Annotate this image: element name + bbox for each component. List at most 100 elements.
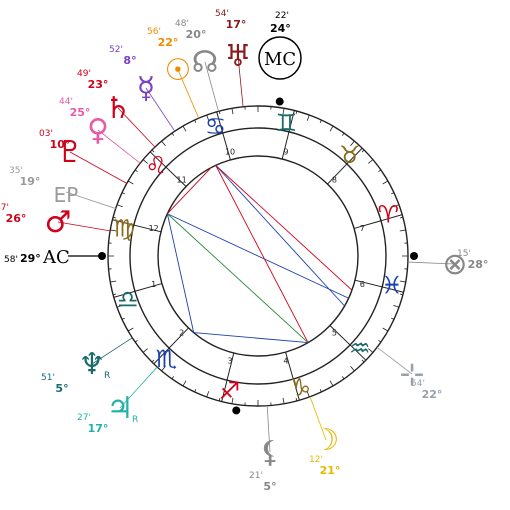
uranus-connector <box>237 55 244 107</box>
chart-axes: AC 29° 58' MC 24° 22' <box>4 11 302 268</box>
house-1: 1 <box>151 280 156 289</box>
ep-connector <box>65 191 116 209</box>
jupiter-retrograde: R <box>132 415 138 425</box>
ring-2 <box>157 155 359 357</box>
tick <box>399 280 406 283</box>
venus-minute: 44' <box>59 97 73 107</box>
tick <box>161 140 166 146</box>
house-8: 8 <box>332 176 337 185</box>
tick <box>182 125 187 132</box>
sign-cusp <box>216 111 231 161</box>
fortune-icon: ⊗ <box>442 247 467 282</box>
tick <box>134 169 138 173</box>
sign-libra-icon: ♎ <box>117 285 139 313</box>
zodiac-rings <box>68 97 418 415</box>
saturn-degree: 23° <box>88 78 109 91</box>
sign-cusp <box>112 219 162 233</box>
jupiter-connector <box>119 366 158 409</box>
sign-aquarius-icon: ♒ <box>349 335 371 363</box>
midheaven-minute: 22' <box>275 11 289 21</box>
tick <box>361 359 365 363</box>
aspect-line <box>166 213 195 333</box>
mercury-minute: 52' <box>109 45 123 55</box>
tick <box>151 359 155 363</box>
tick <box>350 366 355 372</box>
planet-neptune: ♆5°51'R <box>41 337 133 395</box>
house-3: 3 <box>228 356 233 365</box>
tick <box>319 119 322 123</box>
vertex-minute: 54' <box>411 379 425 389</box>
mars-icon: ♂ <box>45 205 72 240</box>
house-11: 11 <box>177 176 187 185</box>
planet-venus: ♀25°44' <box>59 97 141 164</box>
planet-fortune: ⊗28°15' <box>407 247 489 282</box>
sun-connector <box>177 69 200 119</box>
tick <box>319 389 322 393</box>
sign-taurus-icon: ♉ <box>339 141 361 169</box>
uranus-degree: 17° <box>226 18 247 31</box>
tick <box>329 380 334 387</box>
tick <box>282 397 285 404</box>
ep-degree: 19° <box>20 175 41 188</box>
tick <box>393 204 400 208</box>
aspect-lines <box>166 165 353 344</box>
aspect-line <box>193 332 309 344</box>
sign-glyphs: ♊♉♈♓♒♑♐♏♎♍♌♋ <box>113 109 403 405</box>
tick <box>182 380 187 387</box>
tick <box>282 108 285 115</box>
tick <box>231 397 234 404</box>
house-7: 7 <box>360 224 365 233</box>
midheaven-arrow <box>275 97 284 106</box>
tick <box>113 216 117 219</box>
sign-gemini-icon: ♊ <box>276 109 298 137</box>
tick <box>295 397 298 401</box>
tick <box>306 114 310 121</box>
ring-1 <box>129 127 387 385</box>
tick <box>391 317 395 320</box>
saturn-minute: 49' <box>77 69 91 79</box>
lilith-degree: 5° <box>263 480 276 493</box>
lilith-connector <box>266 405 271 453</box>
pluto-icon: ♇ <box>57 135 84 170</box>
planet-sun: ☉22°56' <box>147 27 200 119</box>
tick <box>127 180 134 185</box>
jupiter-minute: 27' <box>77 413 91 423</box>
tick <box>121 317 125 320</box>
tick <box>151 149 155 153</box>
ic-arrow <box>232 406 241 415</box>
tick <box>116 204 123 208</box>
tick <box>142 348 148 353</box>
house-10: 10 <box>225 148 235 157</box>
node-degree: 20° <box>186 28 207 41</box>
jupiter-degree: 17° <box>88 422 109 435</box>
tick <box>361 149 365 153</box>
planet-jupiter: ♃17°27' R <box>77 366 158 435</box>
tick <box>110 280 117 283</box>
midheaven-circle <box>258 36 302 80</box>
tick <box>368 348 374 353</box>
sign-cusp <box>354 279 404 293</box>
tick <box>171 376 175 380</box>
planet-node: ☊20°48' <box>175 19 219 112</box>
fortune-minute: 15' <box>457 249 471 259</box>
tick <box>194 119 197 123</box>
uranus-minute: 54' <box>215 9 229 19</box>
tick <box>116 304 123 308</box>
aspect-line <box>215 165 345 307</box>
fortune-degree: 28° <box>468 258 489 271</box>
ascendant-degree: 29° <box>20 252 41 265</box>
tick <box>142 159 148 164</box>
house-6: 6 <box>360 280 365 289</box>
moon-minute: 12' <box>309 455 323 465</box>
sign-cusp <box>281 110 295 160</box>
tick <box>382 180 389 185</box>
sign-cusp <box>329 325 367 361</box>
tick <box>206 391 210 398</box>
sign-pisces-icon: ♓ <box>381 271 403 299</box>
planet-pluto: ♇10°03' <box>39 129 127 184</box>
fortune-connector <box>407 261 456 265</box>
jupiter-icon: ♃ <box>107 391 134 426</box>
